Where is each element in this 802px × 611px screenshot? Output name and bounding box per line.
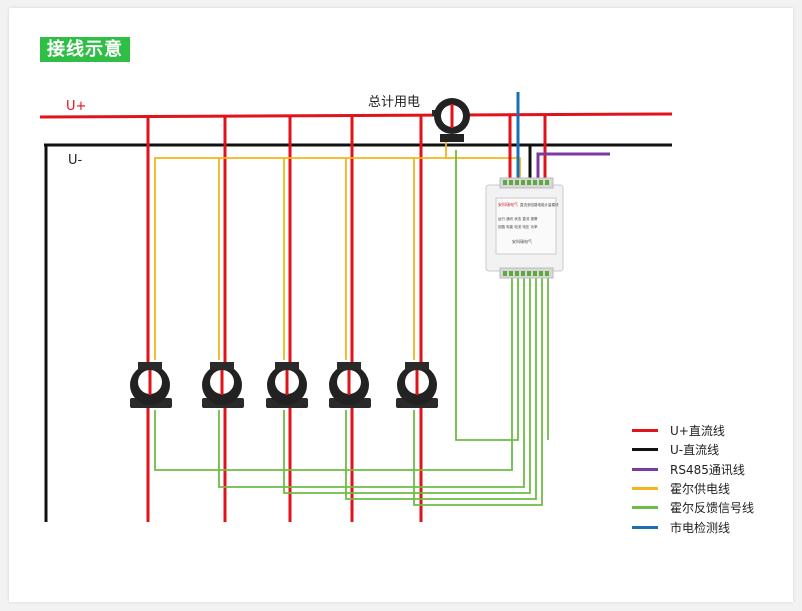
metering-module: 安科瑞电气 直流多回路电能计量模块 运行 通讯 状态 直流 报警 回路 电能 电…	[485, 177, 564, 279]
legend-swatch	[632, 467, 658, 471]
hall-signal-lines	[154, 150, 549, 506]
device-name: 直流多回路电能计量模块	[520, 202, 559, 207]
legend-item: RS485通讯线	[632, 460, 792, 479]
device-text-row2: 回路 电能 电流 电压 功率	[498, 224, 538, 229]
hall-signal-line-3	[283, 272, 531, 494]
hall-signal-line-2	[218, 272, 525, 488]
u-plus-label: U+	[66, 99, 86, 114]
page-title: 接线示意	[40, 37, 130, 62]
rs485-line	[536, 152, 610, 180]
legend-item: 市电检测线	[632, 517, 792, 536]
device-logo: 安科瑞电气	[498, 201, 518, 207]
legend-swatch	[632, 448, 658, 452]
hall-signal-line-4	[345, 272, 537, 500]
legend-label: U-直流线	[670, 443, 720, 458]
legend-item: U-直流线	[632, 440, 792, 459]
hall-power-lines	[154, 140, 521, 360]
u-plus-bus	[39, 112, 673, 119]
hall-signal-line-5	[413, 272, 543, 506]
legend-item: U+直流线	[632, 421, 792, 440]
legend-swatch	[632, 506, 658, 510]
legend-swatch	[632, 429, 658, 433]
hall-signal-line-1	[154, 272, 513, 471]
main-meter-label: 总计用电	[368, 95, 420, 110]
diagram-card	[9, 8, 793, 602]
legend-label: 市电检测线	[670, 520, 731, 535]
branch-positive-lines	[146, 116, 423, 522]
legend-label: RS485通讯线	[670, 462, 745, 477]
u-minus-label: U-	[68, 153, 83, 168]
hall-signal-line-main	[455, 150, 519, 441]
device-text-row1: 运行 通讯 状态 直流 报警	[498, 216, 538, 221]
device-brand-footer: 安科瑞电气	[512, 238, 532, 244]
legend-swatch	[632, 525, 658, 529]
legend: U+直流线 U-直流线 RS485通讯线 霍尔供电线 霍尔反馈信号线 市电检测线	[632, 421, 792, 537]
legend-item: 霍尔供电线	[632, 479, 792, 498]
hall-power-line-1	[154, 157, 521, 360]
legend-label: U+直流线	[670, 424, 725, 439]
legend-item: 霍尔反馈信号线	[632, 498, 792, 517]
legend-swatch	[632, 487, 658, 491]
legend-label: 霍尔反馈信号线	[670, 501, 755, 516]
legend-label: 霍尔供电线	[670, 482, 731, 497]
